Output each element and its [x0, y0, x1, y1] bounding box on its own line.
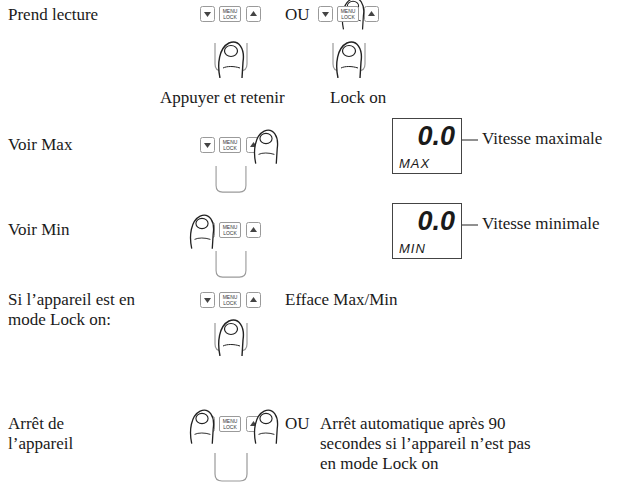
down-button: [201, 7, 215, 22]
button-label: MENU LOCK: [220, 418, 240, 430]
instruction-text: Efface Max/Min: [285, 290, 435, 310]
button-label: MENU LOCK: [220, 294, 240, 306]
button-label: MENU LOCK: [220, 139, 240, 151]
menu-button: MENU LOCK: [219, 222, 241, 238]
menu-button: MENU LOCK: [219, 292, 241, 308]
finger: [255, 130, 278, 163]
up-button: [247, 293, 261, 308]
instruction-text: Arrêt automatique après 90 secondes si l…: [320, 414, 542, 474]
instruction-text: Vitesse maximale: [482, 129, 637, 149]
instruction-text: Vitesse minimale: [482, 214, 637, 234]
menu-button: MENU LOCK: [219, 416, 241, 432]
down-button: [201, 293, 215, 308]
button-label: MENU LOCK: [220, 224, 240, 236]
leader-line: [462, 225, 478, 226]
finger: [191, 215, 214, 248]
instruction-text: OU: [285, 414, 315, 434]
menu-button: MENU LOCK: [337, 6, 359, 22]
button-label: MENU LOCK: [338, 8, 358, 20]
menu-button: MENU LOCK: [219, 6, 241, 22]
button-label: MENU LOCK: [220, 8, 240, 20]
main-button: [216, 251, 246, 277]
instruction-text: Voir Max: [8, 135, 158, 155]
lcd-display: 0.0MIN: [392, 203, 462, 259]
menu-button: MENU LOCK: [219, 137, 241, 153]
finger: [337, 42, 362, 78]
finger: [191, 410, 214, 443]
mode-indicator: MAX: [399, 156, 430, 171]
instruction-text: OU: [285, 5, 315, 25]
instruction-text: Voir Min: [8, 220, 158, 240]
instruction-text: Appuyer et retenir: [160, 88, 320, 108]
lcd-display: 0.0MAX: [392, 118, 462, 174]
leader-line: [462, 140, 478, 141]
speed-value: 0.0: [417, 121, 455, 151]
instruction-text: Arrêt de l’appareil: [8, 414, 108, 454]
finger: [219, 42, 244, 78]
main-button: [216, 166, 246, 192]
mode-indicator: MIN: [399, 241, 426, 256]
speed-value: 0.0: [417, 206, 455, 236]
up-button: [247, 7, 261, 22]
up-button: [365, 7, 379, 22]
finger: [255, 410, 278, 443]
finger: [219, 320, 244, 356]
instruction-text: Lock on: [330, 88, 420, 108]
up-button: [247, 223, 261, 238]
down-button: [319, 7, 333, 22]
main-button: [215, 453, 247, 481]
down-button: [201, 138, 215, 153]
instruction-text: Prend lecture: [8, 5, 158, 25]
instruction-text: Si l’appareil est en mode Lock on:: [8, 290, 148, 330]
